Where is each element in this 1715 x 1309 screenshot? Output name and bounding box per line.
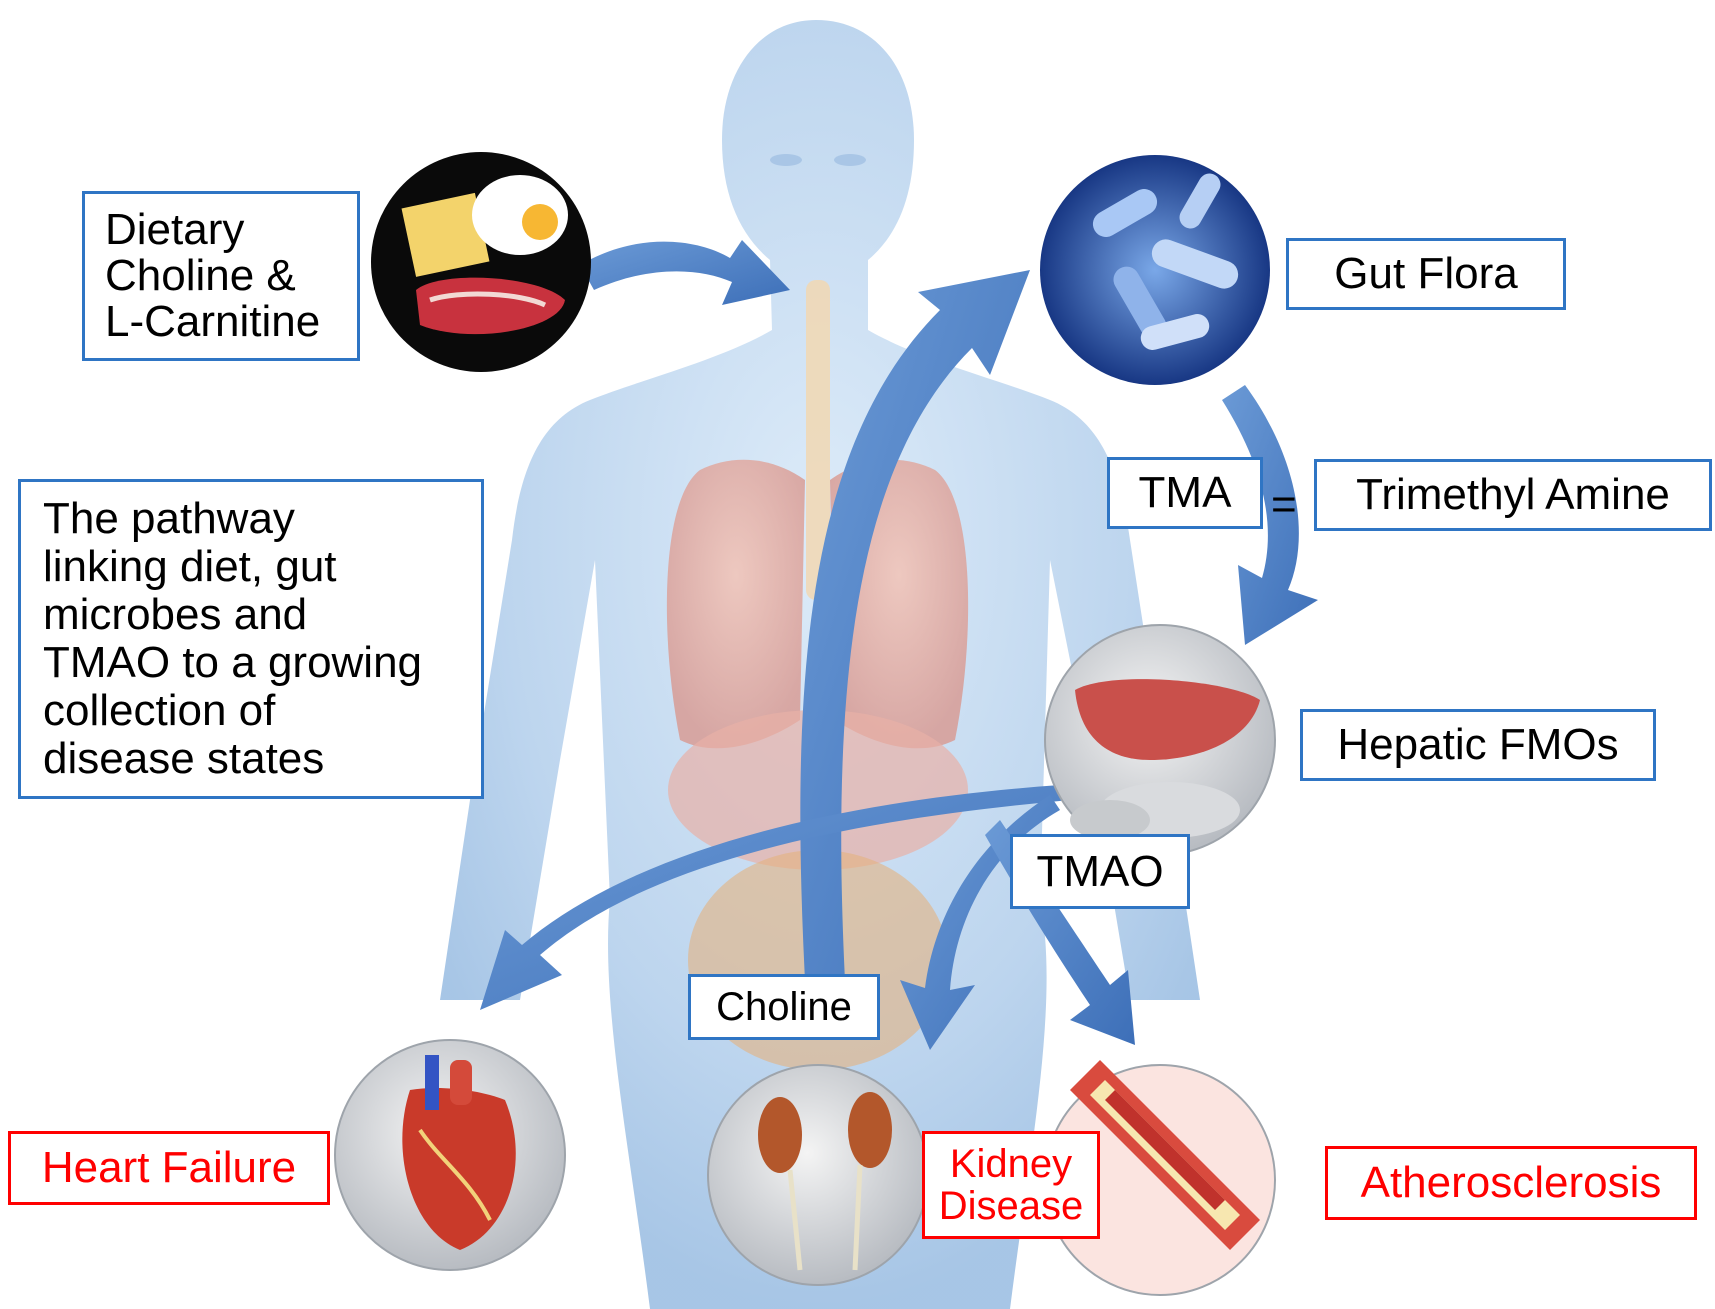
kidney-circle-icon	[708, 1065, 928, 1285]
heart-circle-icon	[335, 1040, 565, 1270]
gut-flora-label: Gut Flora	[1286, 238, 1566, 310]
arrow-food-to-mouth	[580, 240, 790, 305]
description-box: The pathway linking diet, gut microbes a…	[18, 479, 484, 799]
atherosclerosis-label: Atherosclerosis	[1325, 1146, 1697, 1220]
trimethyl-amine-label: Trimethyl Amine	[1314, 459, 1712, 531]
equals-sign: =	[1271, 480, 1297, 530]
dietary-label: Dietary Choline & L-Carnitine	[82, 191, 360, 361]
left-lung	[667, 460, 805, 749]
tma-label: TMA	[1107, 457, 1263, 529]
right-eye	[834, 154, 866, 166]
heart-failure-label: Heart Failure	[8, 1131, 330, 1205]
kidney-disease-label: Kidney Disease	[922, 1131, 1100, 1239]
left-eye	[770, 154, 802, 166]
liver-circle-icon	[1045, 625, 1275, 855]
hepatic-fmos-label: Hepatic FMOs	[1300, 709, 1656, 781]
bacteria-circle-icon	[1040, 155, 1270, 385]
choline-label: Choline	[688, 974, 880, 1040]
tmao-label: TMAO	[1010, 834, 1190, 909]
food-circle-icon	[371, 152, 591, 372]
